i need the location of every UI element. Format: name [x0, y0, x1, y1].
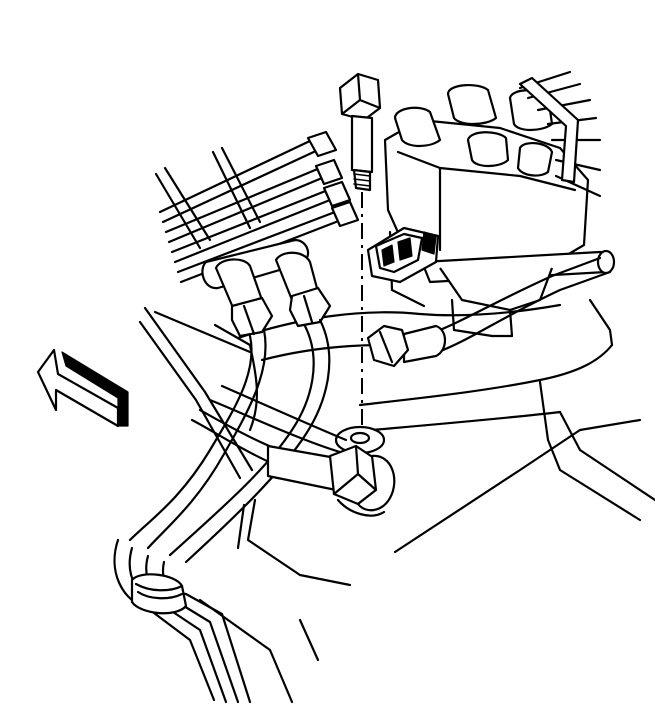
fuel-line-right [366, 256, 612, 368]
hex-bolt [338, 72, 382, 192]
lower-fitting [266, 444, 396, 517]
electrical-connector [366, 226, 440, 284]
arrow-left-icon [36, 348, 129, 428]
distributor-cap [383, 70, 616, 338]
fuel-lines [113, 238, 348, 704]
